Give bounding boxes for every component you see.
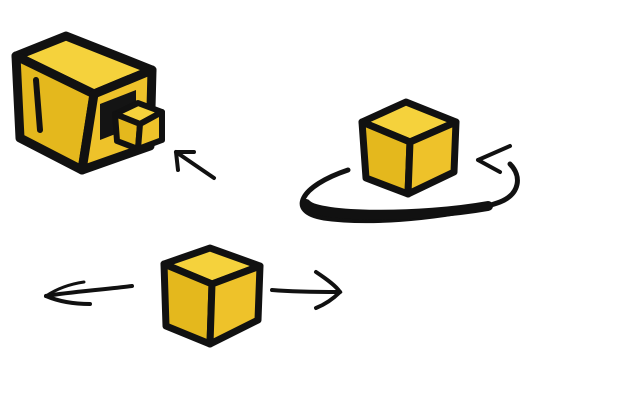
scale-cube-group xyxy=(11,31,165,175)
scale-arrow-icon xyxy=(174,150,216,180)
move-cube-icon xyxy=(160,244,264,348)
small-cube-icon xyxy=(112,100,165,152)
move-left-arrow-icon xyxy=(44,280,134,306)
rotate-arrow-icon xyxy=(299,144,520,224)
rotate-cube-icon xyxy=(358,98,460,198)
move-right-arrow-icon xyxy=(270,270,343,310)
